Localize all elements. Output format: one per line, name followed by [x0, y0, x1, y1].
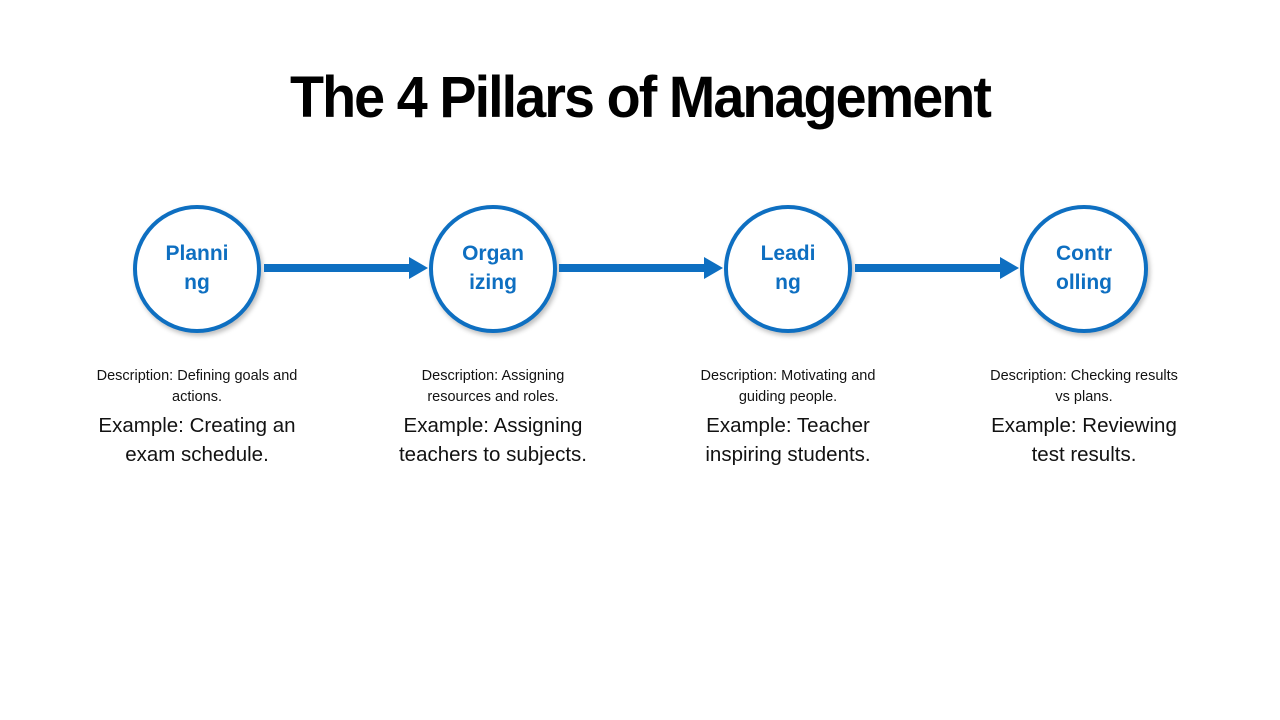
page-title: The 4 Pillars of Management [289, 65, 992, 130]
pillar-text-planning: Description: Defining goals and actions.… [47, 366, 347, 469]
pillar-label: Organ izing [462, 242, 524, 294]
right-arrow-icon [855, 257, 1019, 279]
pillar-description: Description: Defining goals and actions. [96, 368, 298, 406]
pillar-example: Example: Creating an exam schedule. [98, 414, 296, 467]
pillar-circle-controlling: Contr olling [1020, 205, 1148, 333]
pillar-description: Description: Motivating and guiding peop… [700, 368, 876, 406]
pillar-example: Example: Teacher inspiring students. [705, 414, 871, 467]
right-arrow-icon [559, 257, 723, 279]
right-arrow-icon [264, 257, 428, 279]
pillar-label: Planni ng [165, 242, 229, 294]
pillar-circle-organizing: Organ izing [429, 205, 557, 333]
pillar-text-leading: Description: Motivating and guiding peop… [638, 366, 938, 469]
pillar-text-organizing: Description: Assigning resources and rol… [343, 366, 643, 469]
pillar-label: Contr olling [1056, 242, 1112, 294]
pillar-text-controlling: Description: Checking results vs plans. … [934, 366, 1234, 469]
pillar-example: Example: Reviewing test results. [991, 414, 1177, 467]
pillar-label: Leadi ng [760, 242, 816, 294]
pillar-circle-leading: Leadi ng [724, 205, 852, 333]
pillar-description: Description: Checking results vs plans. [990, 368, 1178, 406]
pillar-description: Description: Assigning resources and rol… [421, 368, 565, 406]
pillar-circle-planning: Planni ng [133, 205, 261, 333]
pillar-example: Example: Assigning teachers to subjects. [398, 414, 587, 467]
